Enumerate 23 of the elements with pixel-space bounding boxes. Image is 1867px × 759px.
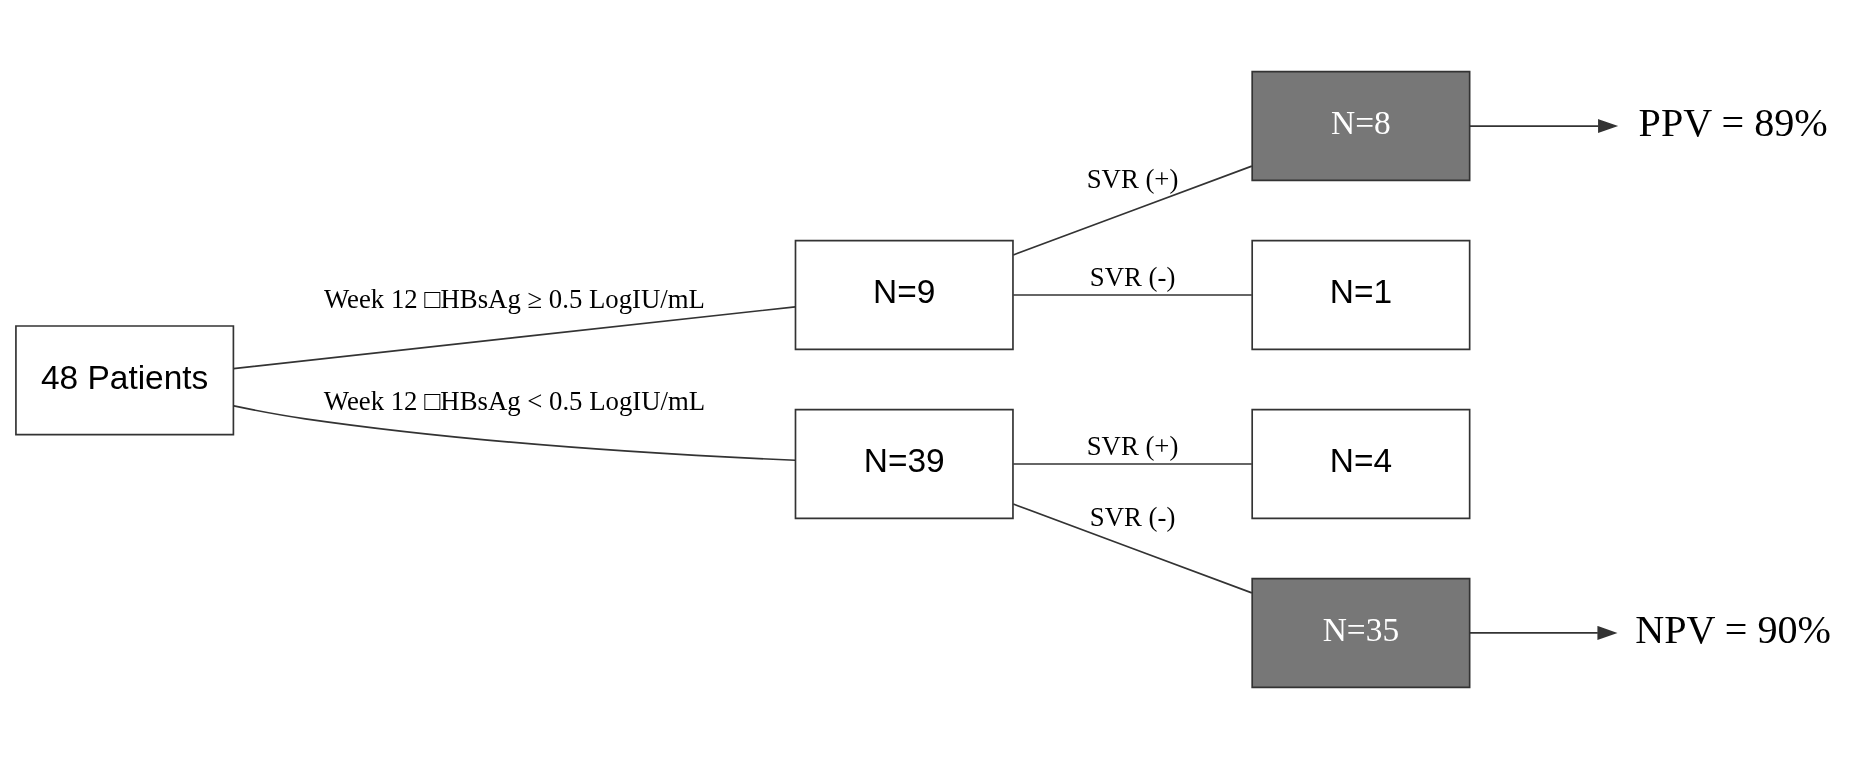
connector — [1012, 503, 1253, 594]
node-text: NPV = 90% — [1635, 607, 1832, 653]
edge-label: SVR (+) — [1086, 431, 1179, 462]
node-box: N=9 — [794, 239, 1014, 351]
node-box: N=35 — [1251, 577, 1471, 689]
node-text: PPV = 89% — [1638, 100, 1828, 146]
connector — [232, 305, 797, 370]
connector — [1012, 165, 1253, 256]
edge-label: Week 12 □HBsAg < 0.5 LogIU/mL — [323, 386, 706, 417]
edge-label: SVR (-) — [1089, 501, 1176, 532]
node-box: N=39 — [794, 408, 1014, 520]
node-box: 48 Patients — [15, 325, 235, 436]
connector — [1012, 463, 1253, 465]
connector — [233, 405, 797, 462]
connector — [1012, 294, 1253, 296]
node-box: N=1 — [1251, 239, 1471, 351]
node-box: N=8 — [1251, 70, 1471, 182]
node-box: N=4 — [1251, 408, 1471, 520]
arrow — [1468, 625, 1618, 640]
edge-label: Week 12 □HBsAg ≥ 0.5 LogIU/mL — [324, 284, 705, 315]
edge-label: SVR (+) — [1086, 163, 1179, 194]
arrow — [1468, 119, 1619, 134]
edge-label: SVR (-) — [1089, 262, 1176, 293]
